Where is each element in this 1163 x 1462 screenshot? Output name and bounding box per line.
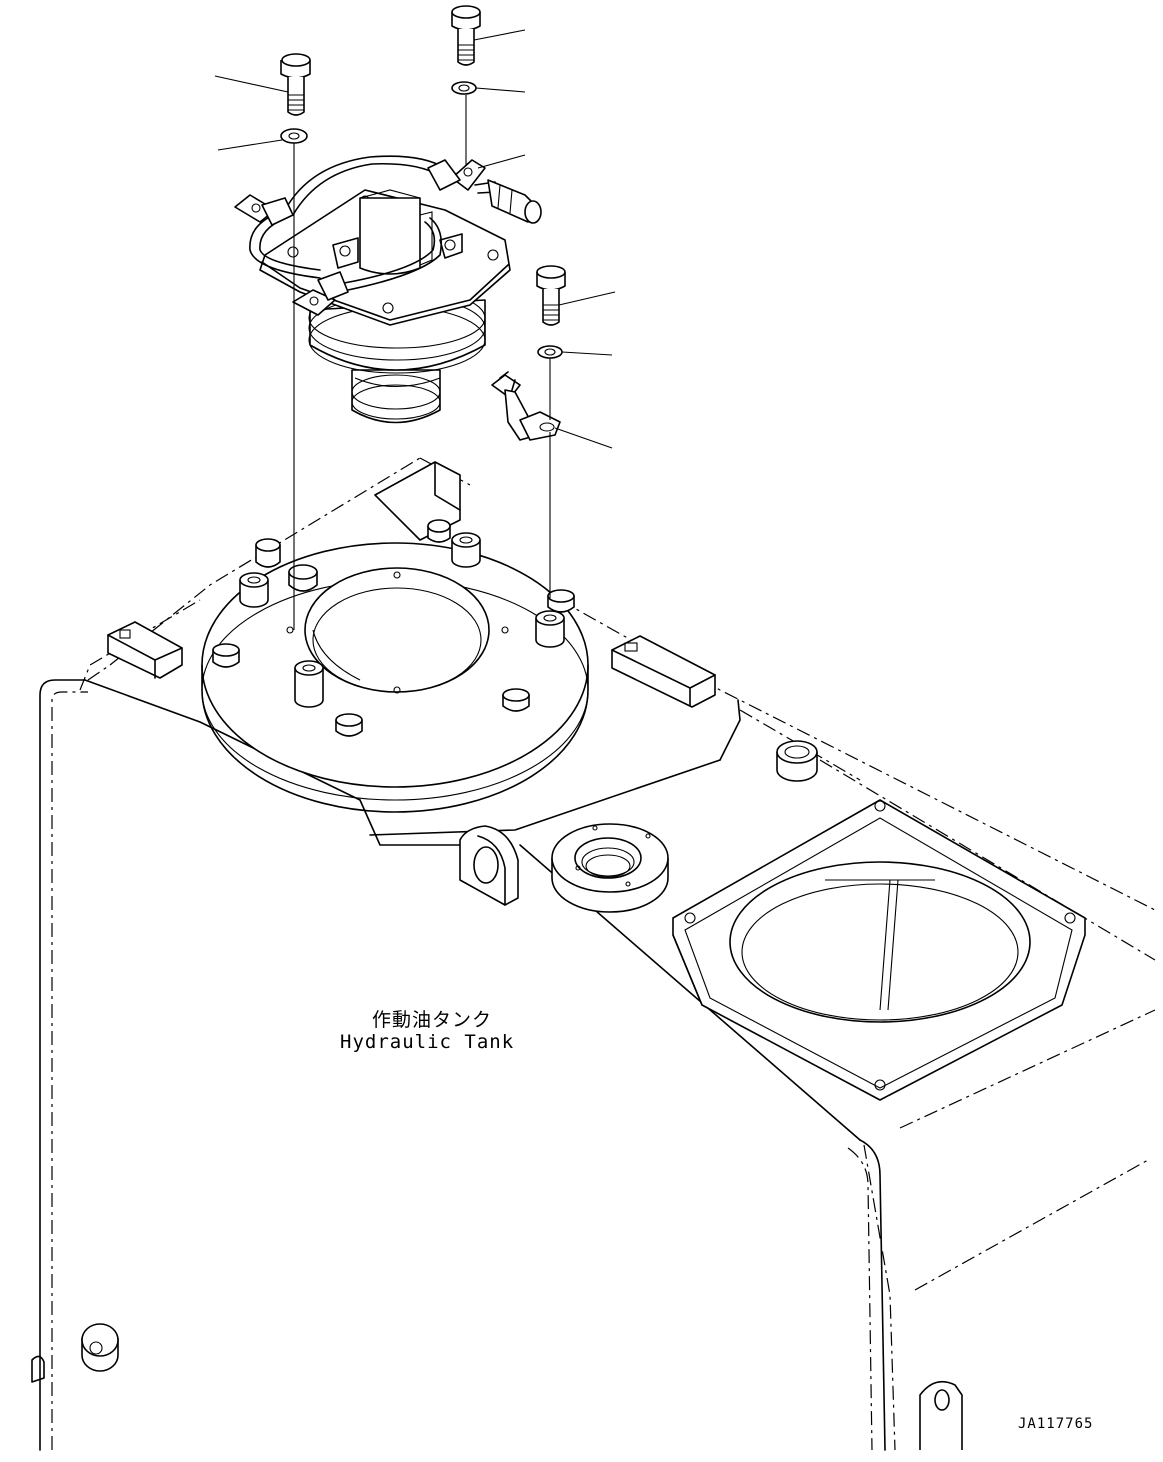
bolt: [536, 265, 566, 326]
small-boss: [81, 1323, 119, 1372]
mounting-block-right: [611, 635, 716, 708]
lifting-eye: [459, 825, 519, 906]
flange-spacer: [294, 660, 324, 708]
drawing-code: JA117765: [1018, 1416, 1094, 1432]
harness-clamp-bottom: [292, 271, 349, 316]
threaded-port: [551, 823, 669, 913]
flange-bolt: [427, 519, 451, 543]
mounting-flange: [201, 542, 589, 813]
flange-bolt: [335, 713, 363, 737]
flange-bolt: [547, 589, 575, 613]
hydraulic-tank: [39, 457, 1156, 1451]
mount-eye-bottom-right: [919, 1380, 963, 1450]
tank-label-japanese: 作動油タンク: [372, 1009, 493, 1031]
flange-spacer: [535, 610, 565, 648]
boss-fitting: [776, 740, 818, 782]
flange-spacer: [451, 532, 481, 568]
tank-label-english: Hydraulic Tank: [340, 1031, 515, 1053]
harness-clamp-top: [427, 159, 486, 191]
washer: [537, 345, 563, 359]
leader-lines: [214, 29, 616, 449]
washer: [451, 81, 477, 95]
assembly-centerlines: [293, 95, 551, 630]
flange-bolt: [288, 564, 318, 592]
flange-bolt: [255, 538, 281, 568]
flange-bolt: [212, 643, 240, 668]
harness-clamp-left: [234, 194, 294, 226]
washer: [280, 128, 308, 144]
mounting-block-left: [107, 621, 183, 679]
wire-connector: [487, 179, 542, 224]
flange-bolt: [502, 688, 530, 712]
flange-spacer: [239, 572, 269, 608]
tank-tab-left: [31, 1355, 45, 1383]
bolt: [280, 53, 311, 116]
bolt: [451, 5, 481, 66]
pump-assembly: [259, 189, 511, 424]
access-cover: [672, 799, 1086, 1101]
